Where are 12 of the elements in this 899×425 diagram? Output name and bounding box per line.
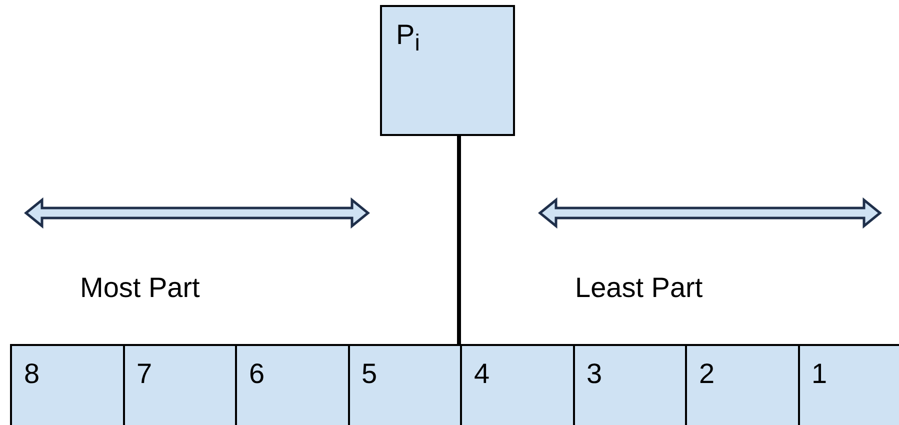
array-cell: 8: [12, 346, 124, 425]
array-cell: 6: [237, 346, 350, 425]
array-cell: 1: [800, 346, 899, 425]
region-label: Least Part: [575, 272, 703, 304]
region-label: Most Part: [80, 272, 200, 304]
array-cell: 2: [687, 346, 800, 425]
pointer-box: P$_{i}$: [380, 5, 515, 136]
array-cell: 4: [462, 346, 574, 425]
array-cell: 7: [124, 346, 237, 425]
array-cell: 3: [574, 346, 687, 425]
array-cell: 5: [350, 346, 462, 425]
array-bar: [10, 344, 899, 425]
